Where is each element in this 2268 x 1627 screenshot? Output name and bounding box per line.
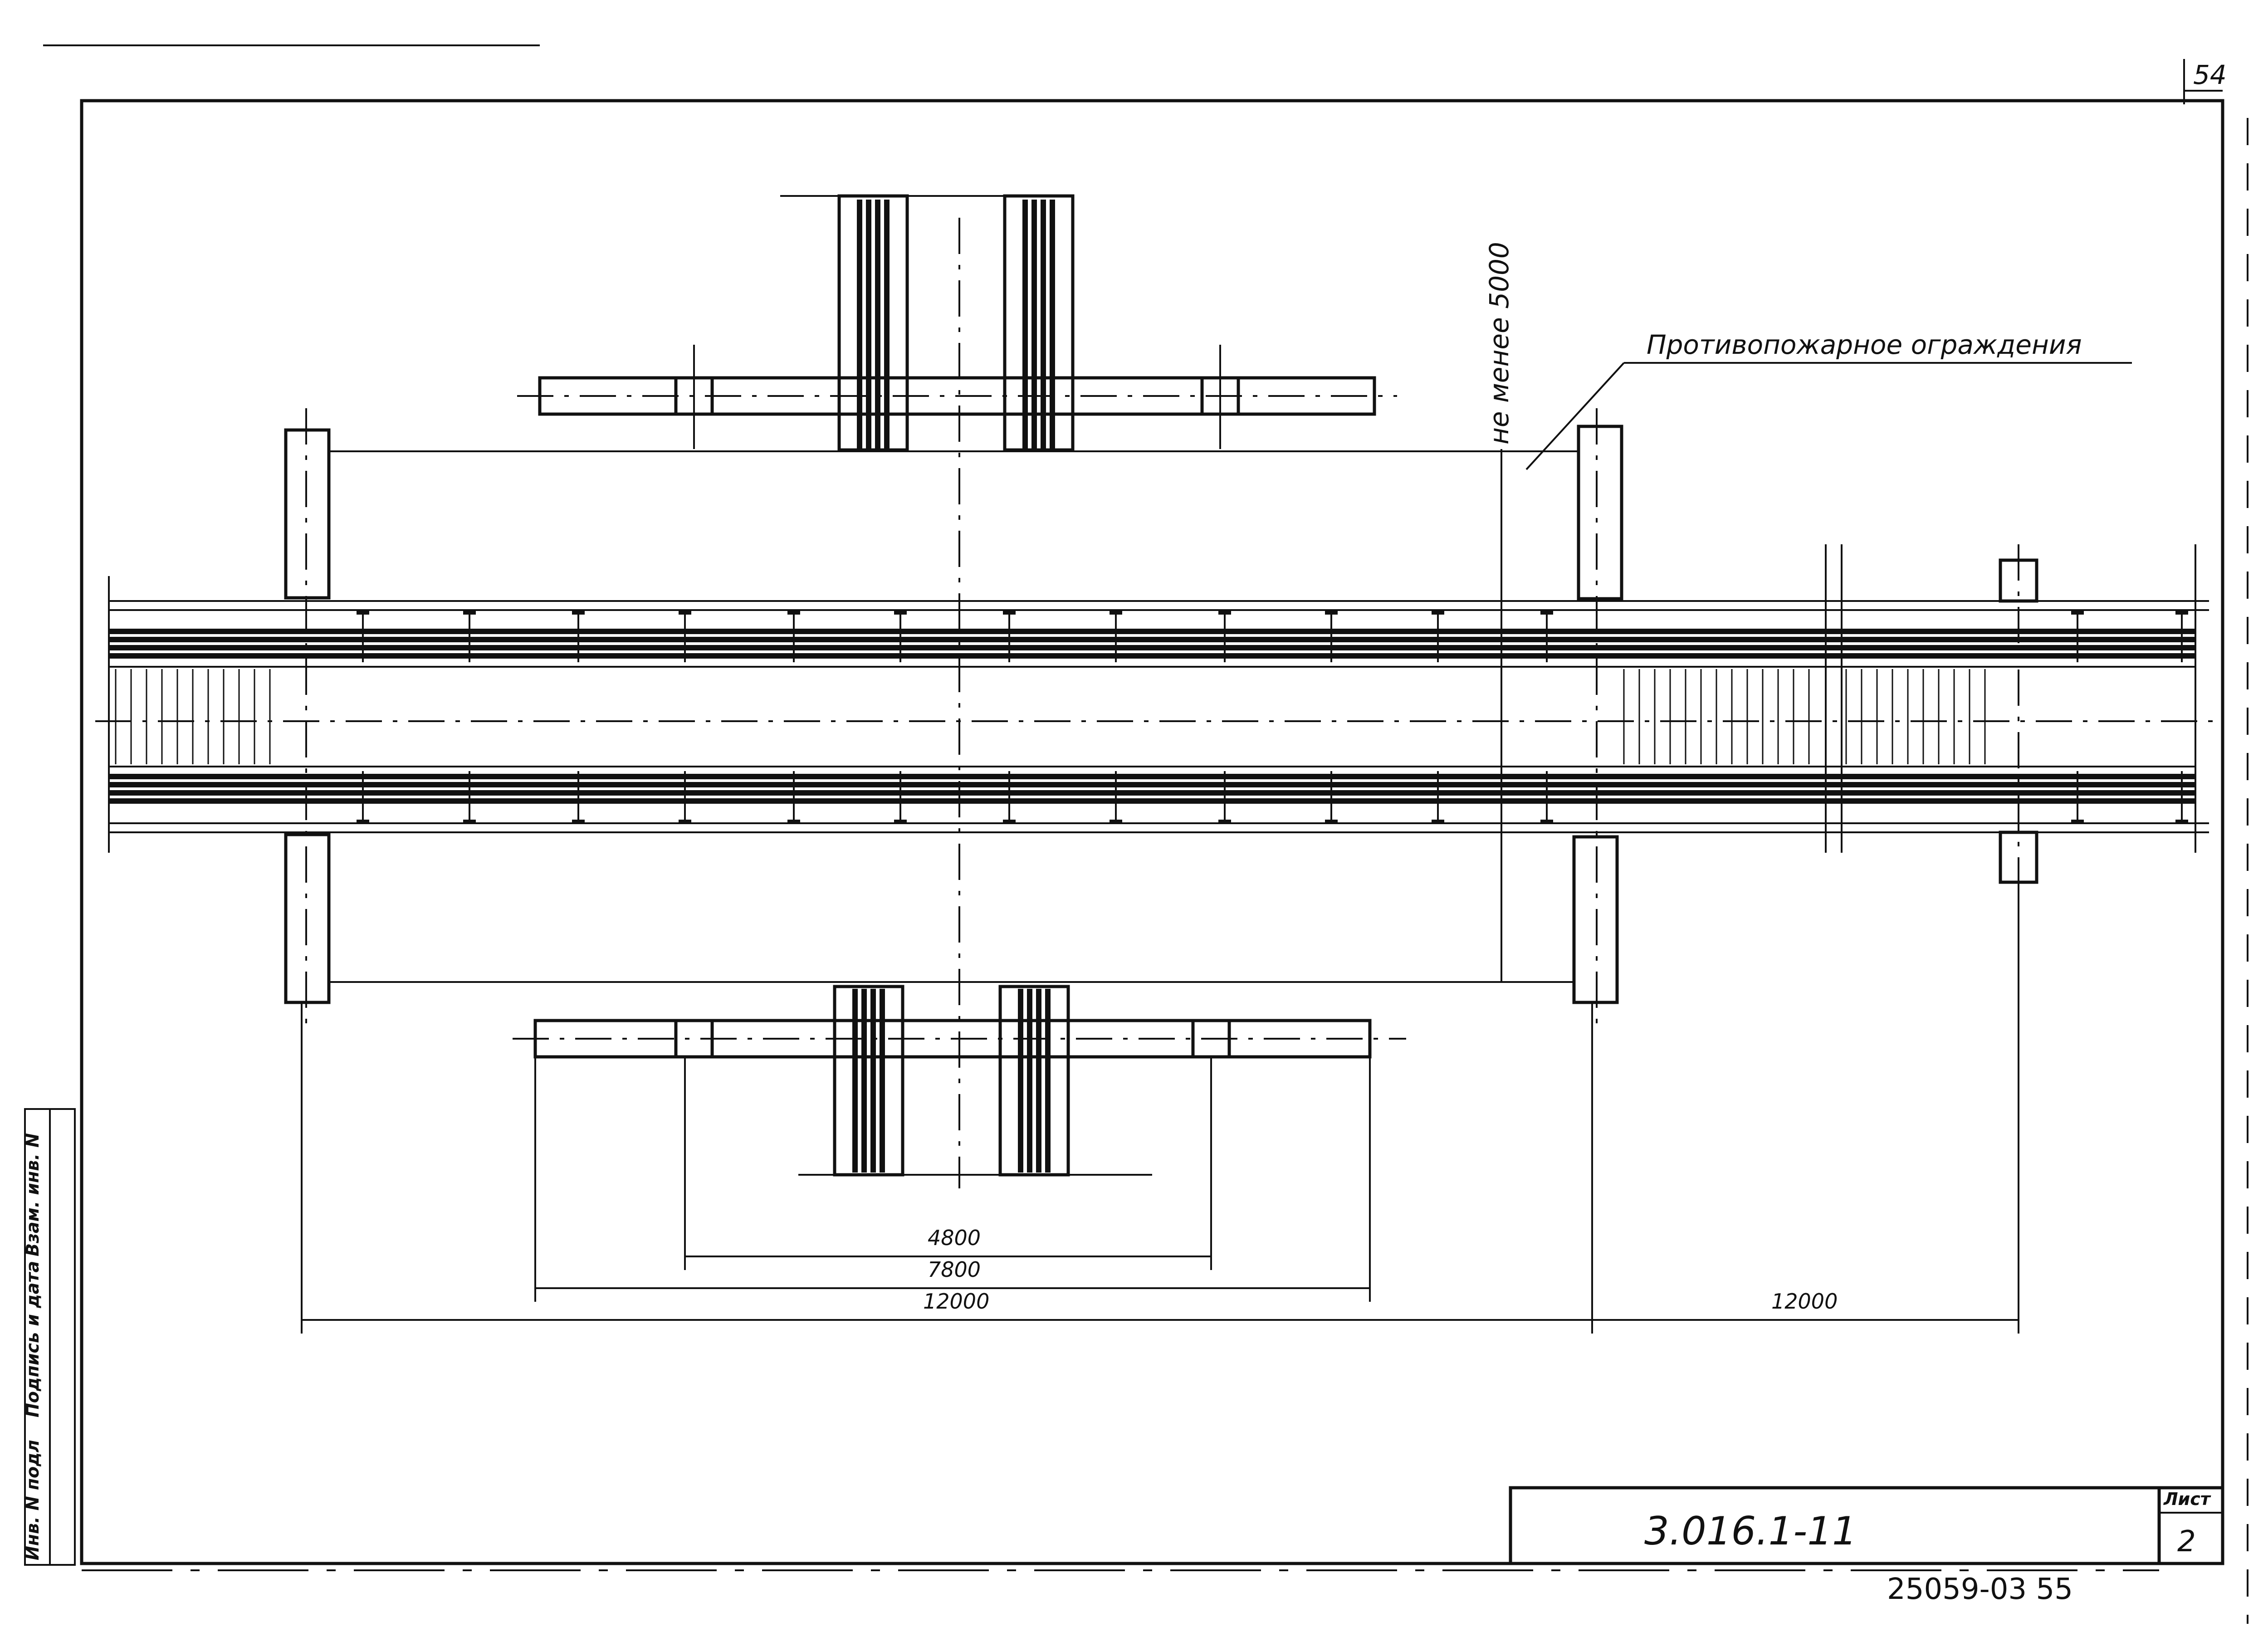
fire-barrier-label: Противопожарное ограждения (1647, 329, 2082, 360)
dimension-4800: 4800 (928, 1226, 981, 1250)
columns (284, 408, 2038, 1025)
dimension-7800: 7800 (928, 1257, 981, 1282)
stamp-inv-dup: Взам. инв. N (23, 1133, 43, 1256)
bottom-code: 25059-03 55 (1887, 1573, 2073, 1606)
sheet-number: 2 (2177, 1525, 2196, 1559)
hatch-far-right (1845, 669, 1986, 764)
fire-barrier (329, 362, 2132, 983)
upper-vertical-tray (517, 194, 1397, 452)
page-number: 54 (2193, 59, 2227, 90)
stamp-inv-orig: Инв. N подл (23, 1440, 43, 1560)
lower-vertical-tray (513, 985, 1406, 1177)
main-cable-tray (109, 600, 2209, 833)
title-block (1509, 1486, 2224, 1565)
side-stamp: Инв. N подл Подпись и дата Взам. инв. N (23, 1108, 76, 1566)
dimension-12000-right: 12000 (1771, 1289, 1838, 1314)
sheet-frame (43, 44, 2248, 1624)
sheet-header: Лист (2163, 1489, 2211, 1509)
dimension-lines (301, 882, 2019, 1334)
min-distance-label: не менее 5000 (1484, 242, 1515, 445)
hatch-left (115, 669, 271, 764)
dimension-12000-left: 12000 (923, 1289, 989, 1314)
hatch-right (1623, 669, 1810, 764)
drawing-designation: 3.016.1-11 (1644, 1509, 1857, 1554)
stamp-signature-date: Подпись и дата (23, 1261, 43, 1417)
break-marks (108, 544, 2196, 853)
tray-hangers (357, 610, 2188, 824)
